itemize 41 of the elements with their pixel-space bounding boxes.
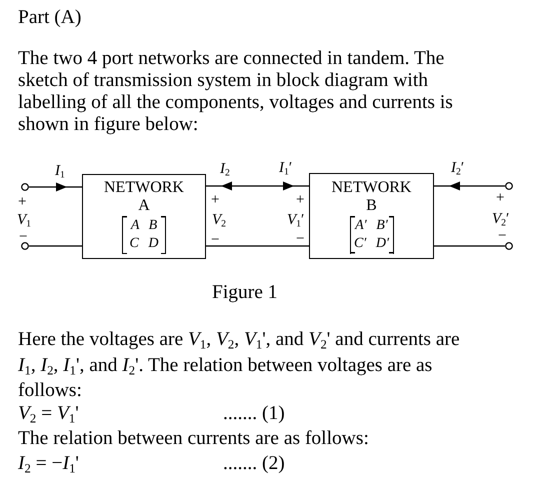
terminal-icon bbox=[21, 242, 29, 250]
arrow bbox=[206, 182, 309, 190]
terminal-icon bbox=[21, 183, 29, 191]
paragraph: The two 4 port networks are connected in tandem. The sketch of transmission system in block diagram with labelling of all the components, voltages and currents is shown in figure below: bbox=[18, 48, 454, 136]
voltage-label: V$_{1}$ bbox=[17, 212, 32, 228]
polarity-sign: + bbox=[296, 192, 304, 208]
polarity-sign: + bbox=[496, 190, 504, 206]
title: Part (A) bbox=[18, 7, 82, 29]
block-title: NETWORK B bbox=[332, 178, 412, 214]
equation-number: ....... (1) bbox=[223, 403, 285, 425]
arrow bbox=[29, 182, 82, 192]
sentence: The relation between currents are as follows: bbox=[18, 428, 369, 450]
polarity-sign: − bbox=[498, 228, 506, 244]
voltage-label: V$_{2}$′ bbox=[492, 211, 510, 227]
wire bbox=[29, 245, 82, 247]
matrix: A′ B′ C′ D′ bbox=[350, 216, 394, 254]
current-label: I$_{1}$′ bbox=[279, 160, 292, 176]
paragraph: Here the voltages are V$_{1}$, V$_{2}$, V$_{1}$', and V$_{2}$' and currents are I$_{1}$, I$_{2}$, I$_{1}$', and I$_{2}$'. The relation between voltages are as follows: bbox=[18, 328, 461, 403]
terminal-icon bbox=[505, 242, 513, 250]
wire bbox=[206, 245, 309, 247]
voltage-label: V$_{1}$′ bbox=[287, 212, 304, 228]
polarity-sign: + bbox=[211, 192, 220, 208]
equation: V$_{2}$ = V$_{1}$' bbox=[18, 403, 79, 425]
current-label: I$_{2}$′ bbox=[451, 160, 464, 176]
figure-caption: Figure 1 bbox=[212, 282, 278, 304]
current-label: I$_{2}$ bbox=[220, 161, 230, 177]
block-title: NETWORK A bbox=[104, 179, 184, 215]
network-block bbox=[309, 173, 434, 259]
current-label: I$_{1}$ bbox=[55, 163, 65, 179]
arrow bbox=[434, 182, 505, 190]
polarity-sign: − bbox=[211, 232, 220, 248]
voltage-label: V$_{2}$ bbox=[212, 212, 226, 228]
polarity-sign: + bbox=[18, 194, 26, 210]
matrix: A B C D bbox=[122, 216, 166, 254]
network-block bbox=[82, 174, 206, 259]
wire bbox=[434, 245, 505, 247]
equation: I$_{2}$ = −I$_{1}$' bbox=[18, 453, 79, 475]
terminal-icon bbox=[505, 182, 513, 190]
polarity-sign: − bbox=[19, 229, 28, 245]
polarity-sign: − bbox=[296, 231, 304, 247]
equation-number: ....... (2) bbox=[223, 453, 285, 475]
